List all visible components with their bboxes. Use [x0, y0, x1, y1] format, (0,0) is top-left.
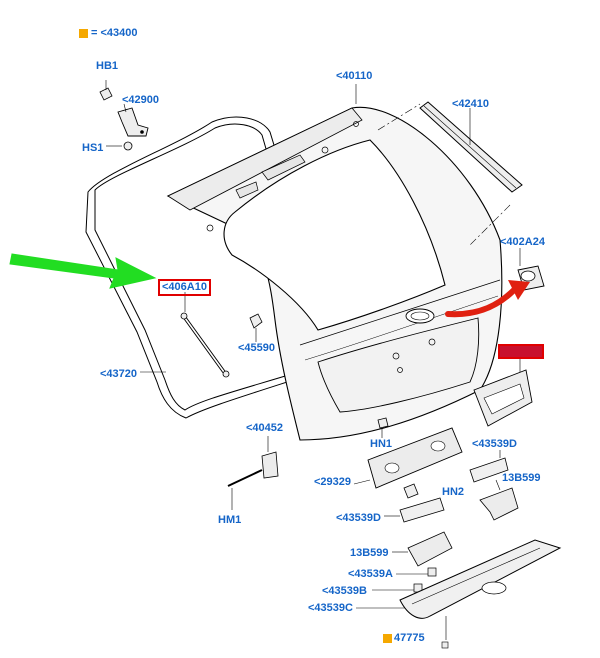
red-callout-arrow — [445, 280, 530, 318]
label-406a10: <406A10 — [158, 279, 211, 296]
label-hb1: HB1 — [96, 60, 119, 72]
bolt-hb1 — [99, 80, 113, 101]
screw-hs1 — [106, 141, 133, 151]
clip-hn2 — [403, 483, 419, 499]
lamp-lens-right — [469, 450, 509, 483]
label-43539b: <43539B — [322, 585, 367, 597]
leader-line — [353, 479, 371, 485]
label-402a24: <402A24 — [500, 236, 545, 248]
label-hn2: HN2 — [442, 486, 465, 498]
label-47775: 47775 — [394, 632, 425, 644]
leader-line — [469, 204, 511, 246]
label-43539d-right: <43539D — [472, 438, 517, 450]
label-42410: <42410 — [452, 98, 490, 110]
label-45590: <45590 — [238, 342, 276, 354]
bracket-left — [392, 531, 453, 567]
label-13b599-right: 13B599 — [502, 472, 541, 484]
spoiler — [419, 101, 523, 193]
green-callout-arrow — [9, 253, 157, 289]
highlighted-part-box — [498, 344, 544, 359]
tailgate-panel — [166, 106, 503, 441]
bracket-40452 — [261, 436, 279, 479]
label-42900: <42900 — [122, 94, 160, 106]
trim-moulding — [399, 539, 562, 649]
label-43539c: <43539C — [308, 602, 353, 614]
clip-43539a — [396, 567, 437, 577]
label-hm1: HM1 — [218, 514, 242, 526]
nut-hn1 — [377, 417, 389, 438]
label-13b599-left: 13B599 — [350, 547, 389, 559]
bracket-right — [479, 479, 519, 521]
bump-stop — [249, 313, 263, 342]
lock-housing — [473, 358, 533, 427]
lamp-lens-left — [384, 497, 445, 523]
label-40452: <40452 — [246, 422, 284, 434]
label-43539d-left: <43539D — [336, 512, 381, 524]
legend-marker-icon — [79, 29, 88, 38]
label-40110: <40110 — [336, 70, 373, 82]
label-43720: <43720 — [100, 368, 138, 380]
label-hs1: HS1 — [82, 142, 104, 154]
screw-hm1 — [227, 469, 263, 510]
gas-strut — [180, 292, 230, 378]
label-29329: <29329 — [314, 476, 352, 488]
label-hn1: HN1 — [370, 438, 393, 450]
hinge — [117, 107, 149, 137]
legend-text: = <43400 — [91, 27, 138, 39]
gasket — [367, 427, 463, 489]
label-43539a: <43539A — [348, 568, 393, 580]
leader-line — [123, 103, 127, 113]
clip-43539b — [372, 583, 423, 593]
marker-47775-icon — [383, 634, 392, 643]
